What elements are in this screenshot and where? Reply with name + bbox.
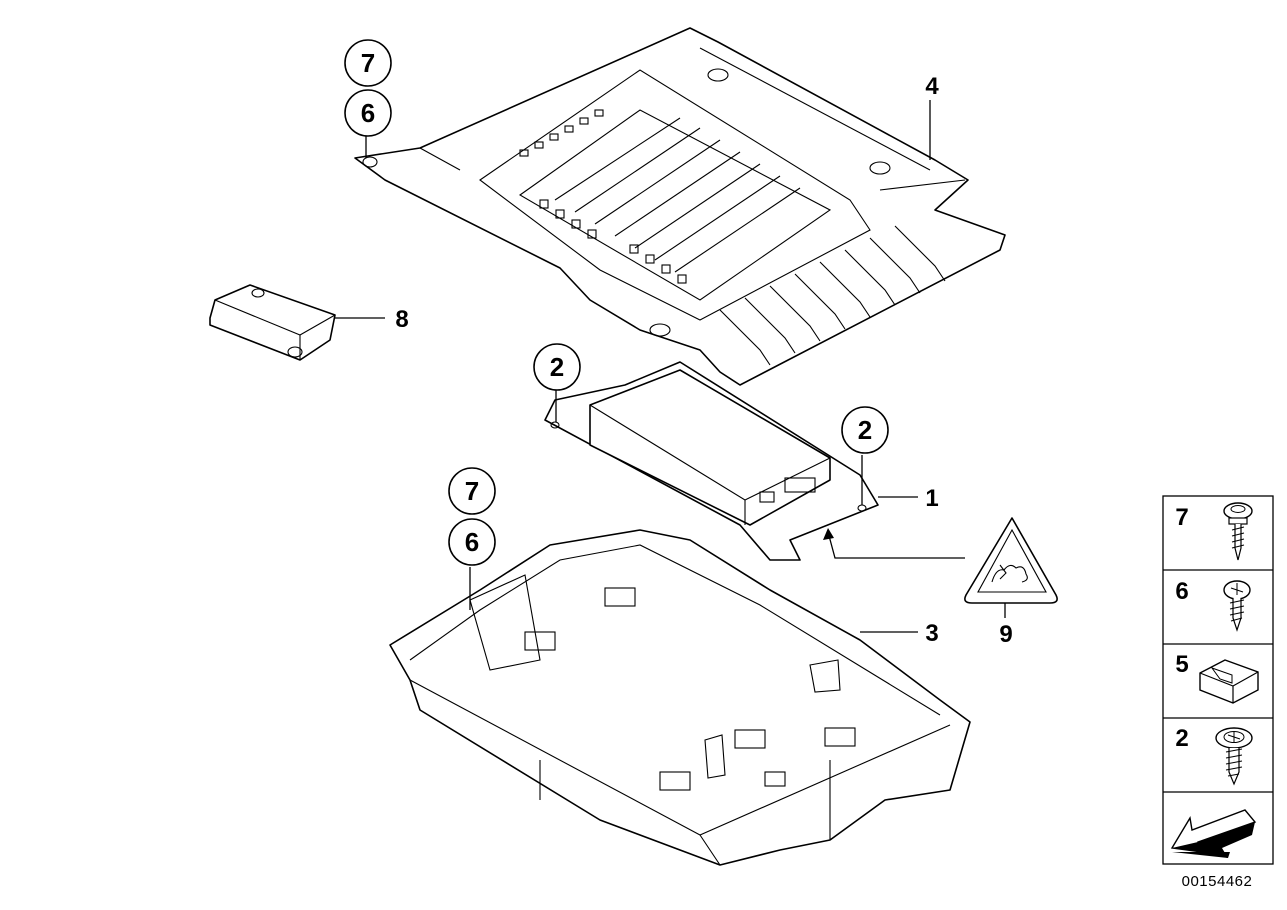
shelf-slots — [519, 109, 687, 284]
callout-label: 7 — [465, 476, 479, 506]
fastener-legend: 7 6 5 — [1162, 495, 1274, 865]
leader-lines — [335, 100, 1006, 633]
washer-head-screw-icon — [1215, 727, 1253, 786]
callout-mid-7: 7 — [448, 467, 496, 515]
diagram-id: 00154462 — [1182, 873, 1253, 890]
callout-label: 6 — [361, 98, 375, 128]
callout-mid-6: 6 — [448, 518, 496, 566]
direction-arrow-icon — [1170, 809, 1257, 858]
part-9-warning-label — [964, 517, 1058, 604]
callout-right-2: 2 — [841, 406, 889, 454]
self-tapping-screw-icon — [1223, 580, 1251, 632]
callout-left-2: 2 — [533, 343, 581, 391]
callout-label: 2 — [550, 352, 564, 382]
legend-row-6: 6 — [1175, 578, 1251, 632]
part-4-shelf — [354, 27, 1006, 386]
label-part-9: 9 — [999, 621, 1012, 648]
legend-number: 2 — [1175, 725, 1188, 752]
legend-row-2: 2 — [1175, 725, 1253, 786]
label-part-3: 3 — [925, 620, 938, 647]
callout-top-7: 7 — [344, 39, 392, 87]
callout-top-6: 6 — [344, 89, 392, 137]
legend-number: 5 — [1175, 651, 1188, 678]
legend-row-7: 7 — [1175, 502, 1253, 561]
legend-number: 7 — [1175, 504, 1188, 531]
legend-number: 6 — [1175, 578, 1188, 605]
shelf-ribs — [554, 117, 801, 273]
clip-nut-icon — [1199, 659, 1259, 704]
shelf-wires — [719, 225, 946, 366]
label-part-8: 8 — [395, 306, 408, 333]
part-3-tray — [389, 529, 971, 866]
label-part-4: 4 — [925, 73, 939, 100]
electrostatic-hand-icon — [991, 564, 1028, 583]
part-1-control-unit — [544, 361, 879, 561]
screw-with-washer-icon — [1223, 502, 1253, 561]
callout-label: 6 — [465, 527, 479, 557]
legend-row-5: 5 — [1175, 651, 1259, 704]
callout-label: 7 — [361, 48, 375, 78]
label-part-1: 1 — [925, 485, 938, 512]
part-8-module — [209, 284, 336, 361]
callout-label: 2 — [858, 415, 872, 445]
